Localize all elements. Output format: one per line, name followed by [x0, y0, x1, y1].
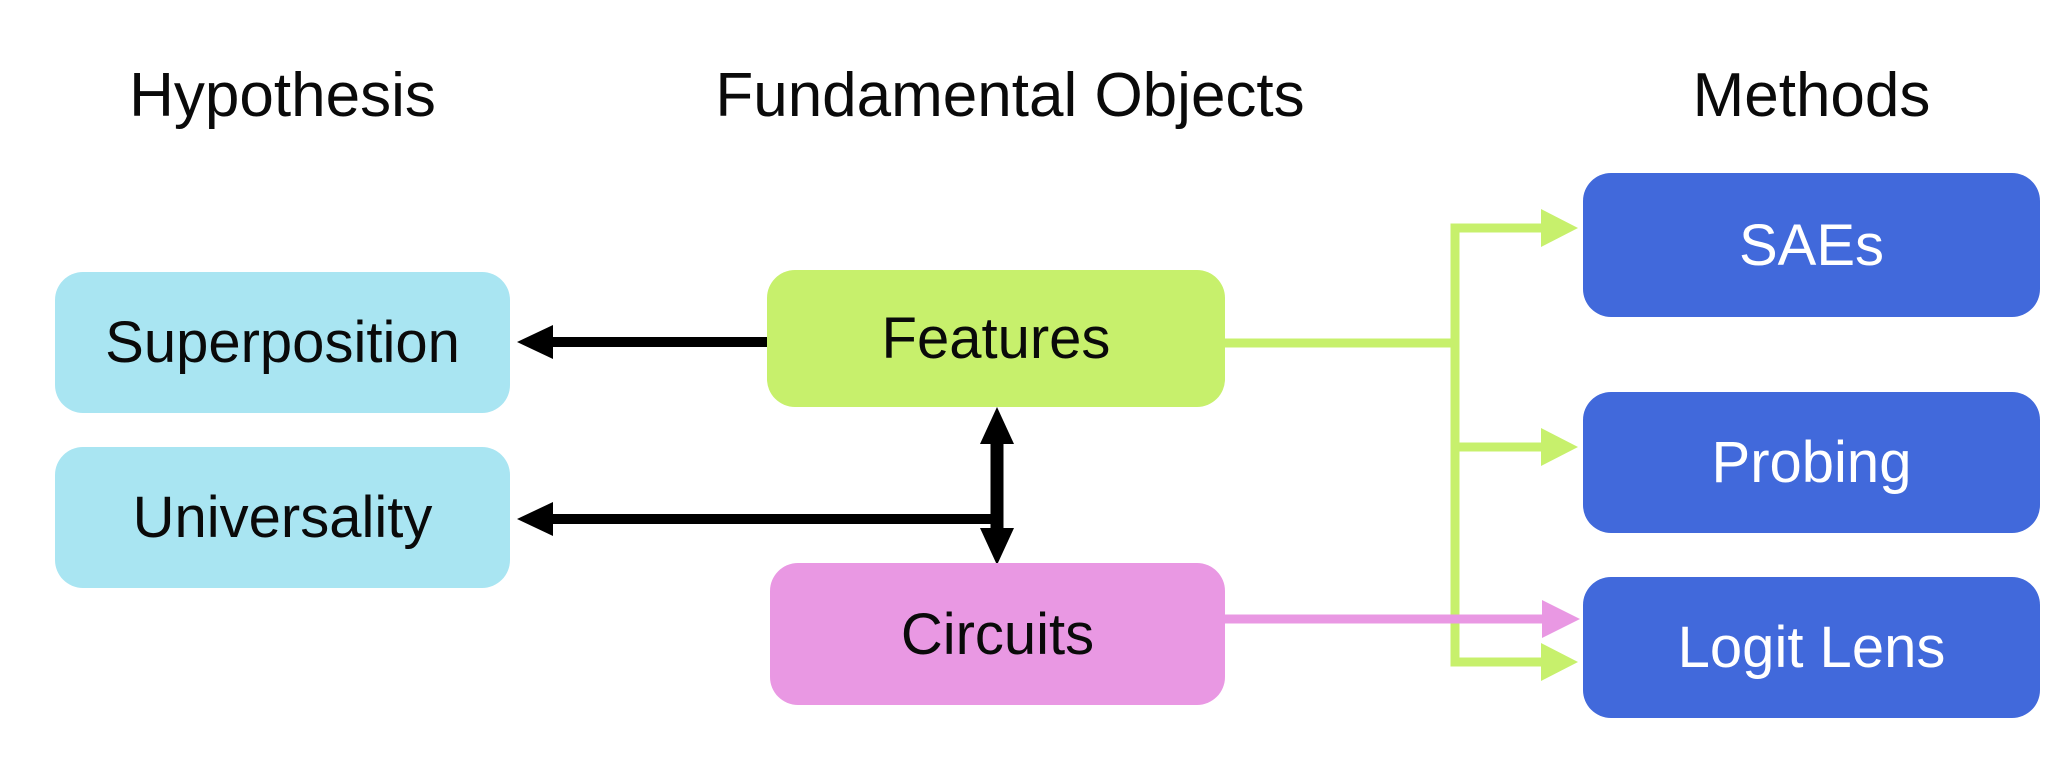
node-saes: SAEs: [1583, 173, 2040, 317]
link-to-universality-arrowhead: [517, 502, 553, 536]
circuits-to-logit-lens-arrow: [1223, 600, 1580, 638]
features-to-superposition-arrowhead: [517, 325, 553, 359]
node-probing: Probing: [1583, 392, 2040, 533]
features-circuits-double-arrow: [980, 407, 1014, 565]
features-to-probing-arrowhead: [1541, 428, 1578, 466]
node-circuits: Circuits: [770, 563, 1225, 705]
features-to-saes-arrowhead: [1541, 209, 1578, 247]
features-to-logit-lens-arrowhead: [1541, 643, 1578, 681]
features-to-superposition-arrow: [517, 325, 770, 359]
arrowhead-up-to-features: [980, 407, 1014, 444]
node-superposition: Superposition: [55, 272, 510, 413]
node-logit-lens: Logit Lens: [1583, 577, 2040, 718]
column-header-hypothesis: Hypothesis: [129, 60, 436, 130]
column-header-fundamental-objects: Fundamental Objects: [715, 60, 1305, 130]
column-header-methods: Methods: [1692, 60, 1931, 130]
node-universality: Universality: [55, 447, 510, 588]
arrowhead-down-to-circuits: [980, 528, 1014, 565]
circuits-to-logit-lens-arrowhead: [1542, 600, 1580, 638]
node-features: Features: [767, 270, 1225, 407]
features-to-methods-arrows: [1223, 209, 1578, 681]
link-to-universality-arrow: [517, 502, 1002, 536]
